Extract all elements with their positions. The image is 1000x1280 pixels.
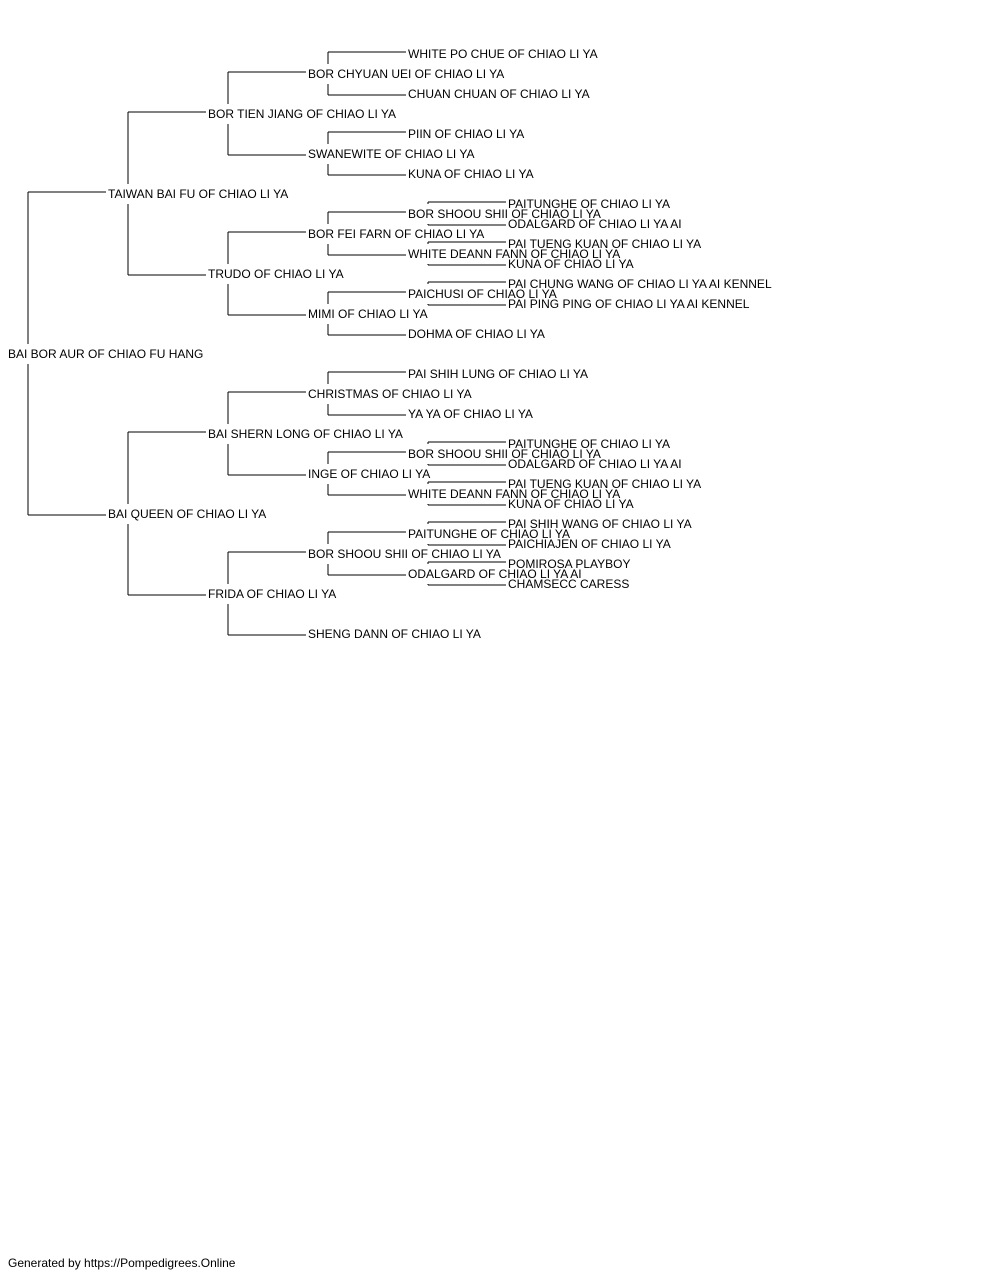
dog-name-gen3: SHENG DANN OF CHIAO LI YA — [308, 627, 481, 641]
footer-credit: Generated by https://Pompedigrees.Online — [8, 1256, 236, 1270]
dog-name-gen4: PAI SHIH LUNG OF CHIAO LI YA — [408, 367, 588, 381]
dog-name-gen0: BAI BOR AUR OF CHIAO FU HANG — [8, 347, 203, 361]
dog-name-gen3: MIMI OF CHIAO LI YA — [308, 307, 428, 321]
dog-name-gen4: ODALGARD OF CHIAO LI YA AI — [408, 567, 582, 581]
dog-name-gen4: BOR SHOOU SHII OF CHIAO LI YA — [408, 207, 601, 221]
dog-name-gen2: FRIDA OF CHIAO LI YA — [208, 587, 336, 601]
dog-name-gen4: PIIN OF CHIAO LI YA — [408, 127, 524, 141]
dog-name-gen1: BAI QUEEN OF CHIAO LI YA — [108, 507, 266, 521]
dog-name-gen5: PAI TUENG KUAN OF CHIAO LI YA — [508, 477, 701, 491]
dog-name-gen3: BOR SHOOU SHII OF CHIAO LI YA — [308, 547, 501, 561]
dog-name-gen4: WHITE DEANN FANN OF CHIAO LI YA — [408, 487, 620, 501]
dog-name-gen2: TRUDO OF CHIAO LI YA — [208, 267, 344, 281]
dog-name-gen4: CHUAN CHUAN OF CHIAO LI YA — [408, 87, 590, 101]
dog-name-gen3: BOR FEI FARN OF CHIAO LI YA — [308, 227, 484, 241]
dog-name-gen3: INGE OF CHIAO LI YA — [308, 467, 430, 481]
dog-name-gen2: BOR TIEN JIANG OF CHIAO LI YA — [208, 107, 396, 121]
dog-name-gen4: BOR SHOOU SHII OF CHIAO LI YA — [408, 447, 601, 461]
dog-name-gen5: KUNA OF CHIAO LI YA — [508, 257, 634, 271]
dog-name-gen4: PAICHUSI OF CHIAO LI YA — [408, 287, 557, 301]
dog-name-gen5: KUNA OF CHIAO LI YA — [508, 497, 634, 511]
dog-name-gen1: TAIWAN BAI FU OF CHIAO LI YA — [108, 187, 288, 201]
dog-name-gen5: PAITUNGHE OF CHIAO LI YA — [508, 197, 670, 211]
dog-name-gen3: BOR CHYUAN UEI OF CHIAO LI YA — [308, 67, 504, 81]
dog-name-gen2: BAI SHERN LONG OF CHIAO LI YA — [208, 427, 403, 441]
dog-name-gen5: PAITUNGHE OF CHIAO LI YA — [508, 437, 670, 451]
dog-name-gen5: PAI PING PING OF CHIAO LI YA AI KENNEL — [508, 297, 750, 311]
dog-name-gen5: PAI SHIH WANG OF CHIAO LI YA — [508, 517, 692, 531]
dog-name-gen4: PAITUNGHE OF CHIAO LI YA — [408, 527, 570, 541]
dog-name-gen5: PAI TUENG KUAN OF CHIAO LI YA — [508, 237, 701, 251]
dog-name-gen4: DOHMA OF CHIAO LI YA — [408, 327, 545, 341]
dog-name-gen5: PAICHIAJEN OF CHIAO LI YA — [508, 537, 671, 551]
dog-name-gen3: SWANEWITE OF CHIAO LI YA — [308, 147, 474, 161]
dog-name-gen5: CHAMSECC CARESS — [508, 577, 629, 591]
dog-name-gen4: WHITE DEANN FANN OF CHIAO LI YA — [408, 247, 620, 261]
dog-name-gen5: ODALGARD OF CHIAO LI YA AI — [508, 457, 682, 471]
dog-name-gen3: CHRISTMAS OF CHIAO LI YA — [308, 387, 472, 401]
dog-name-gen4: WHITE PO CHUE OF CHIAO LI YA — [408, 47, 598, 61]
dog-name-gen4: YA YA OF CHIAO LI YA — [408, 407, 533, 421]
dog-name-gen5: ODALGARD OF CHIAO LI YA AI — [508, 217, 682, 231]
dog-name-gen5: POMIROSA PLAYBOY — [508, 557, 630, 571]
dog-name-gen5: PAI CHUNG WANG OF CHIAO LI YA AI KENNEL — [508, 277, 772, 291]
dog-name-gen4: KUNA OF CHIAO LI YA — [408, 167, 534, 181]
